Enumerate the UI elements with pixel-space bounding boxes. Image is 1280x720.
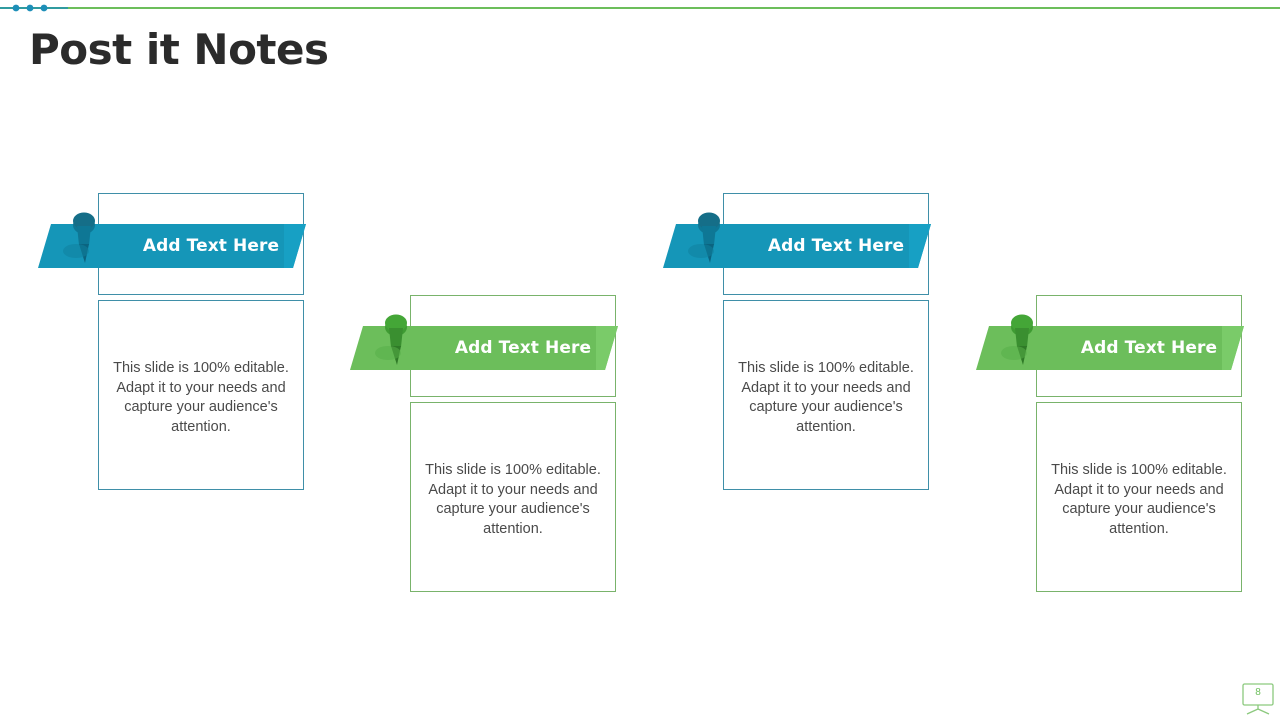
post-it-note-4: This slide is 100% editable. Adapt it to… <box>976 295 1246 595</box>
pushpin-icon <box>1001 314 1033 365</box>
note-body-box: This slide is 100% editable. Adapt it to… <box>723 300 929 490</box>
note-body-text: This slide is 100% editable. Adapt it to… <box>425 462 601 537</box>
banner-parallelogram <box>38 224 306 268</box>
banner-parallelogram <box>350 326 618 370</box>
note-body-box: This slide is 100% editable. Adapt it to… <box>98 300 304 490</box>
note-heading-label: Add Text Here <box>142 236 280 256</box>
dotted-line-decoration <box>0 4 68 12</box>
post-it-note-3: This slide is 100% editable. Adapt it to… <box>663 193 933 493</box>
banner-parallelogram <box>976 326 1244 370</box>
banner-parallelogram <box>663 224 931 268</box>
top-rule <box>0 7 1280 9</box>
pushpin-icon <box>688 212 720 263</box>
note-banner[interactable]: Add Text Here <box>976 314 1244 370</box>
note-body-text: This slide is 100% editable. Adapt it to… <box>1051 462 1227 537</box>
note-banner[interactable]: Add Text Here <box>350 314 618 370</box>
note-body-text: This slide is 100% editable. Adapt it to… <box>113 360 289 435</box>
note-body-box: This slide is 100% editable. Adapt it to… <box>1036 402 1242 592</box>
note-banner[interactable]: Add Text Here <box>663 212 931 268</box>
page-title: Post it Notes <box>29 25 329 74</box>
note-body-box: This slide is 100% editable. Adapt it to… <box>410 402 616 592</box>
page-number: 8 <box>1255 687 1261 698</box>
note-heading-label: Add Text Here <box>767 236 905 256</box>
pushpin-icon <box>375 314 407 365</box>
note-body-text: This slide is 100% editable. Adapt it to… <box>738 360 914 435</box>
note-heading-label: Add Text Here <box>1080 338 1218 358</box>
projector-screen-icon <box>1242 683 1274 715</box>
post-it-note-1: This slide is 100% editable. Adapt it to… <box>38 193 308 493</box>
note-banner[interactable]: Add Text Here <box>38 212 306 268</box>
pushpin-icon <box>63 212 95 263</box>
note-heading-label: Add Text Here <box>454 338 592 358</box>
post-it-note-2: This slide is 100% editable. Adapt it to… <box>350 295 620 595</box>
